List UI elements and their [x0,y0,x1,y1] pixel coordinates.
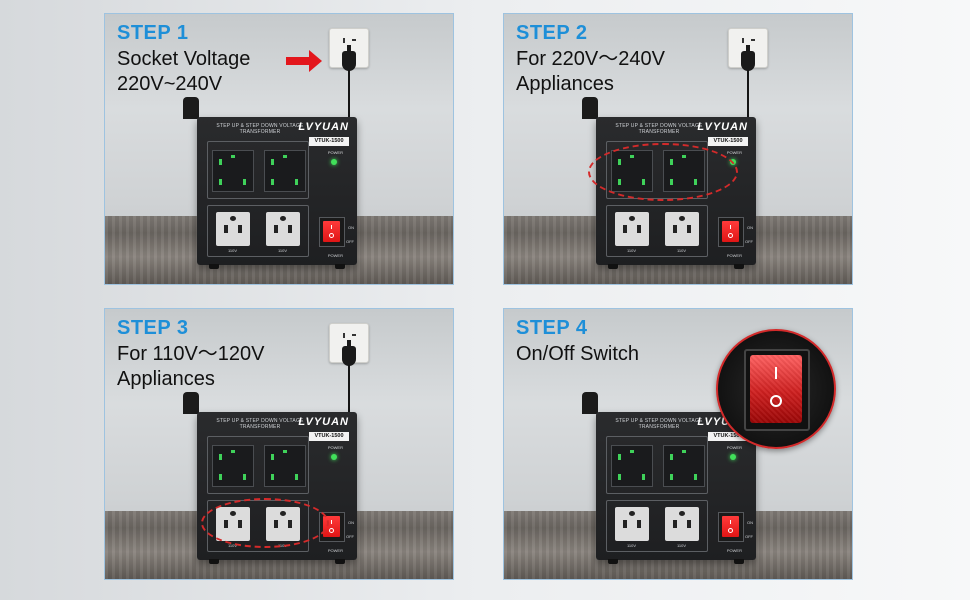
on-label: ON [348,225,354,230]
off-label: OFF [745,534,753,539]
switch-power-label: POWER [726,548,742,553]
power-label: POWER [726,150,742,155]
step-title: STEP 2 [516,22,588,44]
step-1-panel: STEP 1 Socket Voltage 220V~240V STEP UP … [104,13,454,285]
brand-logo: LVYUAN [697,121,748,133]
step-title: STEP 3 [117,317,189,339]
transformer-device: STEP UP & STEP DOWN VOLTAGE TRANSFORMER … [596,412,756,564]
power-cord [747,70,749,154]
device-foot [209,264,219,269]
device-top-label: STEP UP & STEP DOWN VOLTAGE TRANSFORMER [615,418,703,430]
us-voltage-label: 110V [627,248,637,253]
power-led-icon [331,454,337,460]
switch-rocker-icon [722,516,739,537]
step-2-panel: STEP 2 For 220V〜240V Appliances STEP UP … [503,13,853,285]
switch-rocker-icon [323,221,340,242]
power-led-icon [730,454,736,460]
device-top-label: STEP UP & STEP DOWN VOLTAGE TRANSFORMER [216,418,304,430]
plug-icon [342,45,356,71]
device-foot [335,559,345,564]
model-label: VTUK-1500 [708,137,748,146]
switch-rocker-icon [722,221,739,242]
us-socket [266,212,300,246]
uk-socket [611,445,653,487]
step-title: STEP 4 [516,317,588,339]
uk-socket-panel [207,141,309,199]
plug-icon [741,45,755,71]
off-label: OFF [745,239,753,244]
step-4-panel: STEP 4 On/Off Switch STEP UP & STEP DOWN… [503,308,853,580]
power-switch [718,512,744,542]
us-voltage-label: 110V [677,543,687,548]
power-led-icon [331,159,337,165]
us-socket [665,212,699,246]
model-label: VTUK-1500 [708,432,748,441]
switch-power-label: POWER [726,253,742,258]
step-3-panel: STEP 3 For 110V〜120V Appliances STEP UP … [104,308,454,580]
us-voltage-label: 110V [677,248,687,253]
us-voltage-label: 110V [627,543,637,548]
power-switch [718,217,744,247]
step-description: For 110V〜120V Appliances [117,343,265,390]
power-cord [348,70,350,154]
us-socket [615,507,649,541]
uk-socket [264,150,306,192]
transformer-device: STEP UP & STEP DOWN VOLTAGE TRANSFORMER … [197,117,357,269]
transformer-handle [582,97,598,119]
us-socket-panel: 110V 110V [606,500,708,552]
us-socket [216,212,250,246]
us-voltage-label: 110V [228,248,238,253]
brand-logo: LVYUAN [298,416,349,428]
off-label: OFF [346,239,354,244]
switch-power-label: POWER [327,253,343,258]
us-socket [665,507,699,541]
transformer-handle [183,97,199,119]
step-description: Socket Voltage 220V~240V [117,48,251,95]
model-label: VTUK-1500 [309,137,349,146]
us-socket-panel: 110V 110V [207,205,309,257]
uk-socket-panel [606,436,708,494]
uk-socket-highlight [588,143,738,201]
uk-socket [264,445,306,487]
transformer-handle [183,392,199,414]
off-label: OFF [346,534,354,539]
plug-icon [342,340,356,366]
zoom-rocker-icon [750,355,802,423]
step-title: STEP 1 [117,22,189,44]
uk-socket [212,150,254,192]
uk-socket [212,445,254,487]
device-top-label: STEP UP & STEP DOWN VOLTAGE TRANSFORMER [216,123,304,135]
power-switch [319,217,345,247]
power-cord [348,365,350,449]
device-top-label: STEP UP & STEP DOWN VOLTAGE TRANSFORMER [615,123,703,135]
power-label: POWER [327,150,343,155]
us-socket-panel: 110V 110V [606,205,708,257]
power-label: POWER [726,445,742,450]
device-foot [209,559,219,564]
transformer-handle [582,392,598,414]
uk-socket [663,445,705,487]
uk-socket-panel [207,436,309,494]
us-socket-highlight [201,498,329,548]
on-label: ON [747,225,753,230]
us-socket [615,212,649,246]
us-voltage-label: 110V [278,248,288,253]
step-description: For 220V〜240V Appliances [516,48,665,95]
brand-logo: LVYUAN [298,121,349,133]
on-label: ON [348,520,354,525]
device-foot [608,559,618,564]
on-label: ON [747,520,753,525]
us-voltage-label: 110V [228,543,238,548]
zoom-switch-icon [716,329,836,449]
power-label: POWER [327,445,343,450]
device-foot [335,264,345,269]
red-arrow-icon [286,50,322,72]
device-foot [608,264,618,269]
device-foot [734,264,744,269]
step-description: On/Off Switch [516,343,640,365]
zoom-switch-frame [744,349,810,431]
device-foot [734,559,744,564]
switch-power-label: POWER [327,548,343,553]
model-label: VTUK-1500 [309,432,349,441]
